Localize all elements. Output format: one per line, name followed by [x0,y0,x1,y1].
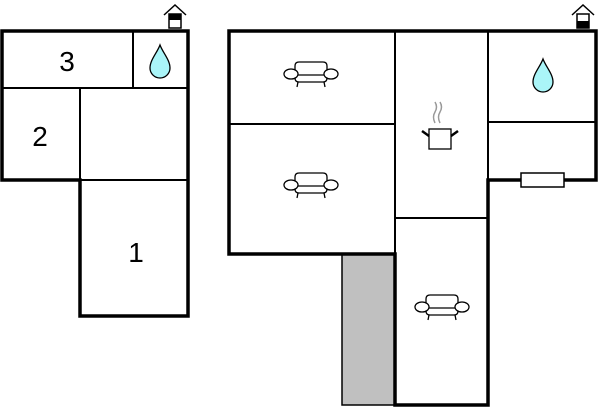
water-drop-icon [149,44,171,79]
sofa-icon [283,172,339,199]
sofa-icon [283,61,339,88]
house-entrance-icon [571,4,595,29]
room-1-label: 1 [128,237,144,268]
water-drop-icon [532,58,554,93]
room-2-label: 2 [32,121,48,152]
plan-left: 3 2 1 [0,4,190,318]
room-3-label: 3 [59,46,75,77]
window-icon [520,172,565,188]
house-entrance-icon [163,4,187,29]
cooking-pot-icon [421,101,459,150]
sofa-icon [414,294,470,321]
plan-right [227,4,598,407]
terrace [341,253,396,406]
